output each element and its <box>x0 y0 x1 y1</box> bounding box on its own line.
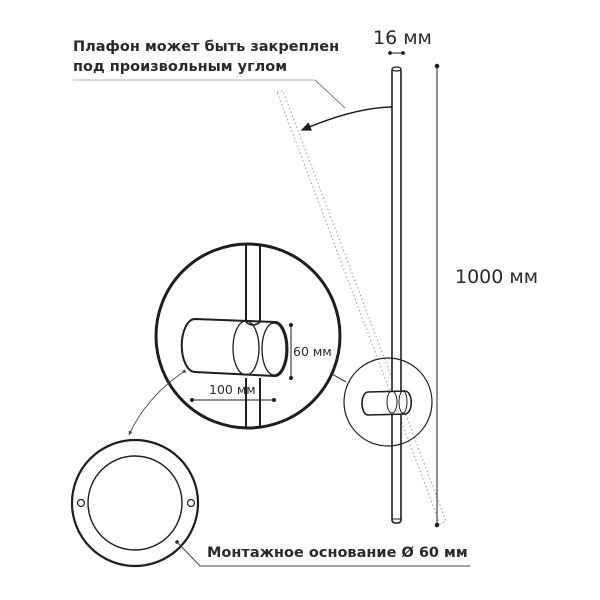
mount-height-label: 60 мм <box>293 344 332 359</box>
detail-circle-small <box>343 357 433 447</box>
mounting-base <box>70 438 200 568</box>
base-leader <box>175 540 470 567</box>
base-label: Монтажное основание Ø 60 мм <box>207 545 468 561</box>
detail-connector <box>331 373 347 383</box>
mount-detail <box>180 317 289 378</box>
tilted-rod-ghost <box>276 90 447 525</box>
angle-arrow <box>300 102 400 131</box>
mount-length-dimension <box>190 398 276 402</box>
mount-height-dimension <box>289 323 293 380</box>
main-rod <box>391 66 402 524</box>
angle-note-line2: под произвольным углом <box>73 59 288 75</box>
mount-length-label: 100 мм <box>209 382 256 397</box>
width-dimension <box>388 51 405 55</box>
base-pointer-arrow <box>128 369 187 436</box>
rod-detail <box>245 245 261 428</box>
width-dimension-label: 16 мм <box>373 27 432 49</box>
height-dimension <box>434 63 440 528</box>
angle-note-line1: Плафон может быть закреплен <box>73 39 340 55</box>
height-dimension-label: 1000 мм <box>455 266 539 288</box>
mount-small <box>361 390 413 416</box>
note-leader-line <box>314 79 346 109</box>
